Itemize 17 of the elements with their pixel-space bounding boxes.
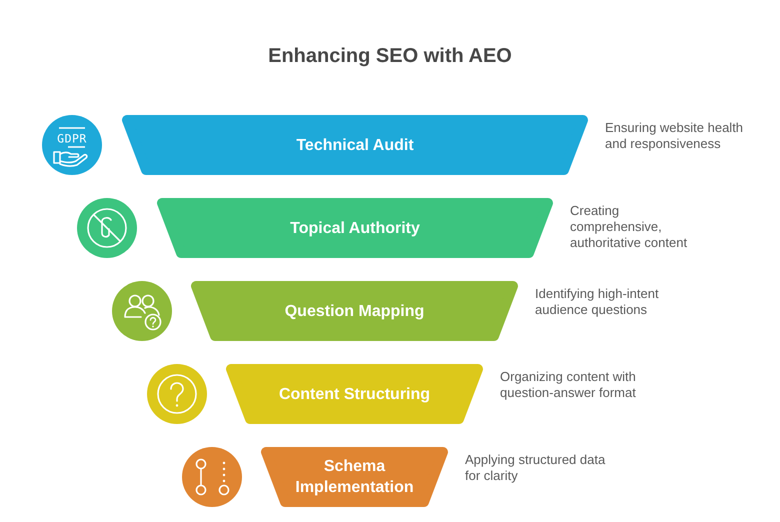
title: Enhancing SEO with AEO bbox=[268, 44, 512, 68]
band-label: Technical Audit bbox=[296, 136, 414, 156]
funnel-band bbox=[191, 281, 518, 341]
description-text: Creating comprehensive, authoritative content bbox=[570, 203, 688, 251]
description-text: Organizing content with question-answer format bbox=[500, 369, 637, 401]
funnel-band bbox=[261, 447, 448, 507]
description-text: Ensuring website health and responsiveness bbox=[605, 120, 744, 152]
band-label: Question Mapping bbox=[284, 302, 424, 322]
band-label: Topical Authority bbox=[290, 218, 420, 238]
gdpr-hand-icon: GDPR bbox=[42, 115, 102, 175]
band-label: Content Structuring bbox=[278, 384, 430, 404]
funnel-band bbox=[226, 364, 483, 424]
description-text: Applying structured data for clarity bbox=[465, 452, 606, 484]
funnel-band bbox=[122, 115, 588, 175]
description-text: Identifying high-intent audience questions bbox=[535, 286, 660, 318]
band-label: Schema Implementation bbox=[294, 457, 415, 498]
funnel-band bbox=[157, 198, 553, 258]
